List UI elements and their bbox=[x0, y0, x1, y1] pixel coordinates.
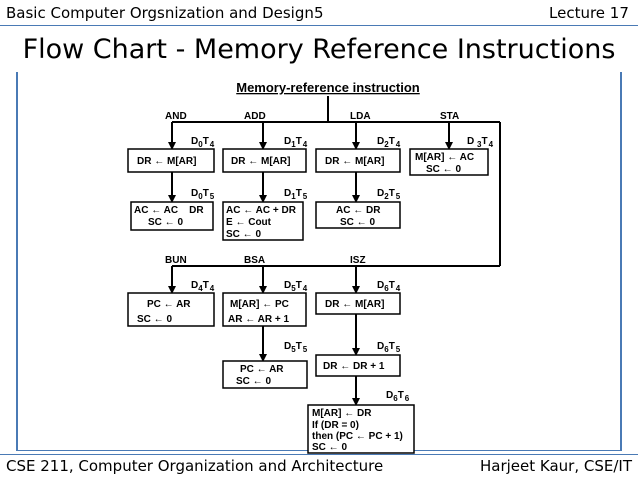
box-bsa-jump bbox=[222, 360, 308, 389]
box-add-fetch-line-1: DR ← M[AR] bbox=[231, 156, 290, 167]
branch-label-bun: BUN bbox=[165, 255, 187, 266]
timing-d2t4: D2T4 bbox=[377, 136, 401, 149]
svg-text:D1T5: D1T5 bbox=[284, 188, 308, 201]
svg-text:D1T4: D1T4 bbox=[284, 136, 308, 149]
svg-text:D 3T4: D 3T4 bbox=[467, 136, 494, 149]
box-sta-store-line-2: SC ← 0 bbox=[426, 164, 461, 175]
timing-d5t4: D5T4 bbox=[284, 280, 308, 293]
box-sta-store bbox=[409, 148, 489, 176]
timing-d6t4: D6T4 bbox=[377, 280, 401, 293]
slide-title: Flow Chart - Memory Reference Instructio… bbox=[22, 34, 616, 65]
box-bsa-jump-line-1: PC ← AR bbox=[240, 364, 284, 375]
box-isz-store bbox=[307, 404, 415, 454]
branch-label-isz: ISZ bbox=[350, 255, 366, 266]
box-add-exec-line-1: AC ← AC + DR bbox=[226, 205, 297, 216]
box-isz-increment-line-1: DR ← DR + 1 bbox=[323, 361, 385, 372]
header-rule bbox=[0, 25, 638, 26]
svg-text:D2T5: D2T5 bbox=[377, 188, 401, 201]
box-bsa-store-line-1: M[AR] ← PC bbox=[230, 299, 289, 310]
timing-d5t5: D5T5 bbox=[284, 341, 308, 354]
box-bun-exec-line-2: SC ← 0 bbox=[137, 314, 172, 325]
timing-d0t4: D0T4 bbox=[191, 136, 215, 149]
svg-text:D4T4: D4T4 bbox=[191, 280, 215, 293]
footer-left: CSE 211, Computer Organization and Archi… bbox=[6, 457, 384, 475]
box-lda-exec bbox=[315, 201, 401, 229]
header-page-number: 5 bbox=[314, 4, 324, 22]
svg-text:D6T6: D6T6 bbox=[386, 390, 410, 403]
box-sta-store-line-1: M[AR] ← AC bbox=[415, 152, 474, 163]
footer-rule bbox=[0, 454, 638, 455]
timing-d2t5: D2T5 bbox=[377, 188, 401, 201]
box-bun-exec-line-1: PC ← AR bbox=[147, 299, 191, 310]
branch-label-add: ADD bbox=[244, 111, 266, 122]
box-isz-fetch bbox=[315, 292, 401, 315]
svg-text:D6T4: D6T4 bbox=[377, 280, 401, 293]
header-right: Lecture 17 bbox=[549, 4, 629, 22]
box-isz-increment bbox=[315, 354, 401, 377]
box-lda-fetch-line-1: DR ← M[AR] bbox=[325, 156, 384, 167]
box-add-fetch bbox=[222, 148, 307, 173]
timing-d1t5: D1T5 bbox=[284, 188, 308, 201]
svg-text:D0T5: D0T5 bbox=[191, 188, 215, 201]
box-lda-fetch bbox=[315, 148, 401, 173]
header-left: Basic Computer Orgsnization and Design bbox=[6, 4, 314, 22]
box-lda-exec-line-2: SC ← 0 bbox=[340, 217, 375, 228]
svg-text:D5T5: D5T5 bbox=[284, 341, 308, 354]
box-bsa-store bbox=[222, 292, 307, 327]
box-and-exec bbox=[130, 201, 214, 231]
box-and-exec-line-1: AC ← AC DR bbox=[134, 205, 204, 216]
box-isz-store-line-2: If (DR = 0) bbox=[312, 420, 359, 431]
timing-d0t5: D0T5 bbox=[191, 188, 215, 201]
branch-label-lda: LDA bbox=[350, 111, 371, 122]
timing-d6t5: D6T5 bbox=[377, 341, 401, 354]
box-add-exec bbox=[222, 201, 304, 241]
box-add-exec-line-2: E ← Cout bbox=[226, 217, 272, 228]
footer-right: Harjeet Kaur, CSE/IT bbox=[480, 457, 632, 475]
box-lda-exec-line-1: AC ← DR bbox=[336, 205, 381, 216]
box-isz-store-line-1: M[AR] ← DR bbox=[312, 408, 372, 419]
box-bun-exec bbox=[127, 292, 215, 327]
box-isz-fetch-line-1: DR ← M[AR] bbox=[325, 299, 384, 310]
branch-label-and: AND bbox=[165, 111, 187, 122]
branch-label-bsa: BSA bbox=[244, 255, 265, 266]
timing-d4t4: D4T4 bbox=[191, 280, 215, 293]
svg-text:D2T4: D2T4 bbox=[377, 136, 401, 149]
box-bsa-jump-line-2: SC ← 0 bbox=[236, 376, 271, 387]
box-and-fetch-line-1: DR ← M[AR] bbox=[137, 156, 196, 167]
timing-d1t4: D1T4 bbox=[284, 136, 308, 149]
box-add-exec-line-3: SC ← 0 bbox=[226, 229, 261, 240]
box-isz-store-line-4: SC ← 0 bbox=[312, 442, 347, 453]
flowchart-heading: Memory-reference instruction bbox=[236, 80, 420, 95]
svg-text:D5T4: D5T4 bbox=[284, 280, 308, 293]
timing-d6t6: D6T6 bbox=[386, 390, 410, 403]
box-isz-store-line-3: then (PC ← PC + 1) bbox=[312, 431, 403, 442]
svg-text:D6T5: D6T5 bbox=[377, 341, 401, 354]
box-and-fetch bbox=[127, 148, 215, 173]
box-and-exec-line-2: SC ← 0 bbox=[148, 217, 183, 228]
timing-d3t4: D 3T4 bbox=[467, 136, 494, 149]
branch-label-sta: STA bbox=[440, 111, 459, 122]
svg-text:D0T4: D0T4 bbox=[191, 136, 215, 149]
box-bsa-store-line-2: AR ← AR + 1 bbox=[228, 314, 289, 325]
